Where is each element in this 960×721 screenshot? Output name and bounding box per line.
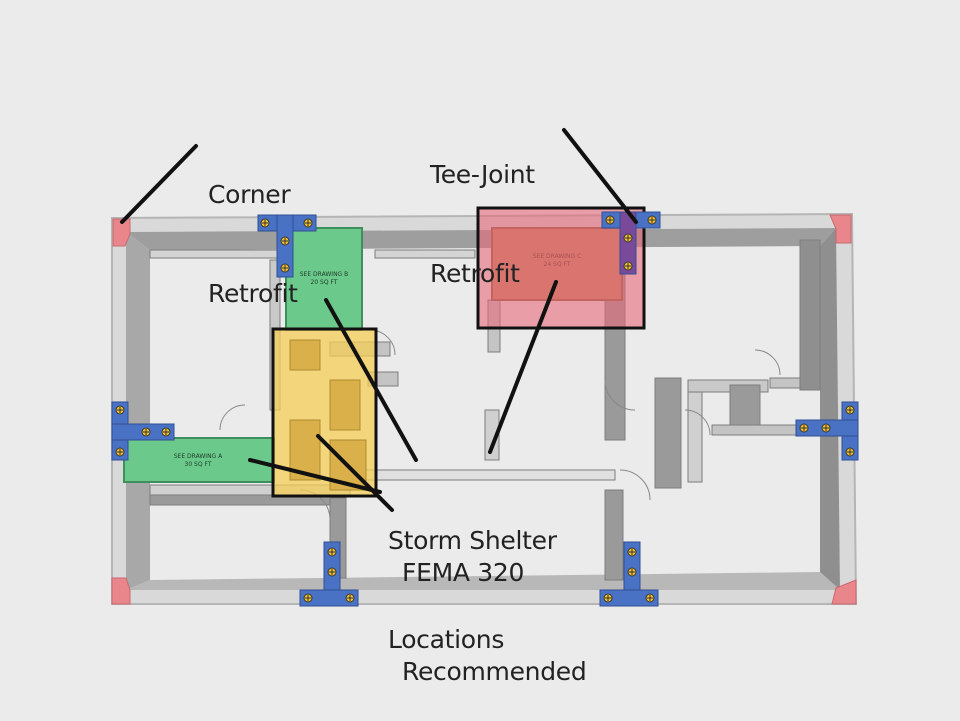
bolt-cross [629, 569, 635, 575]
bolt-cross [117, 407, 123, 413]
bolt-cross [347, 595, 353, 601]
bolt-cross [847, 449, 853, 455]
corner-retrofit-label: Corner Retrofit [208, 180, 298, 308]
room-a-title: SEE DRAWING A [174, 453, 223, 460]
bolt-cross [647, 595, 653, 601]
shelter-leader-b [324, 298, 418, 462]
shelter-leader-a [248, 458, 382, 494]
bolt-cross [607, 217, 613, 223]
bolt-cross [305, 220, 311, 226]
tee-joint-retrofit-label: Tee-Joint Retrofit [430, 160, 535, 288]
leader-lines [120, 128, 638, 512]
fema-leader [488, 280, 558, 454]
bolt-cross [305, 595, 311, 601]
bolt-cross [262, 220, 268, 226]
bolt-cross [282, 238, 288, 244]
bolt-cross [649, 217, 655, 223]
bolt-cross [625, 235, 631, 241]
bolt-cross [625, 263, 631, 269]
room-a-area: 30 SQ FT [185, 461, 212, 468]
bolt-cross [605, 595, 611, 601]
bolt-cross [329, 549, 335, 555]
bolt-cross [282, 265, 288, 271]
bolt-cross [847, 407, 853, 413]
anchor-bolts [115, 215, 855, 603]
bolt-cross [629, 549, 635, 555]
tee-leader [562, 128, 638, 224]
corner-leader [120, 144, 198, 224]
bolt-cross [143, 429, 149, 435]
bolt-cross [823, 425, 829, 431]
room-b-title: SEE DRAWING B [300, 271, 348, 278]
bolt-cross [329, 569, 335, 575]
fema-recommended-label: FEMA 320 Recommended [402, 558, 587, 686]
corner-pads [111, 214, 857, 605]
storm-shelter-label: Storm Shelter Locations [388, 526, 557, 654]
shelter-leader-yellow [316, 434, 394, 512]
room-b-area: 20 SQ FT [311, 279, 338, 286]
bolt-cross [163, 429, 169, 435]
bolt-cross [801, 425, 807, 431]
bolt-cross [117, 449, 123, 455]
